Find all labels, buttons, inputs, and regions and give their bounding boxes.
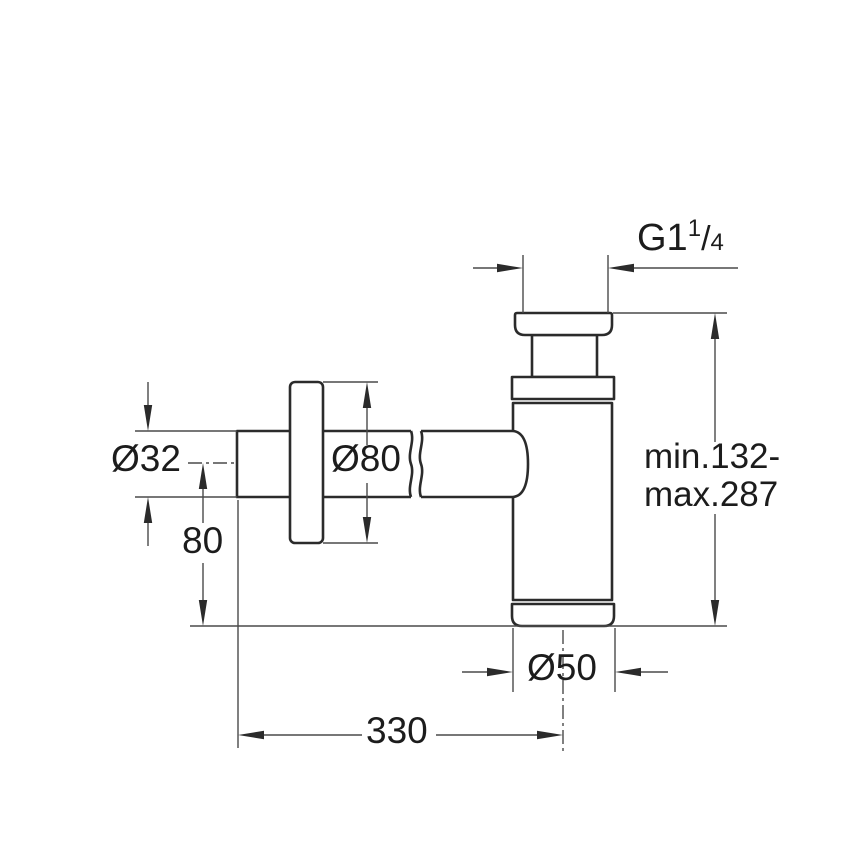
dimension-inlet-offset [198,463,208,626]
trap-nut [510,375,616,401]
dimension-depth [237,500,564,752]
thread-size-label: G11/4 [637,216,724,259]
wall-rosette-flange [288,380,325,545]
dimension-thread-g114 [473,255,738,313]
trap-bottom-cap [510,602,616,628]
rosette-diameter-label: Ø80 [331,438,401,479]
pipe-inlet-bulge [512,429,530,499]
thread-base: G1 [637,217,688,259]
thread-fraction-slash: / [701,220,711,258]
thread-fraction-numerator: 1 [687,215,702,242]
pipe-break-left [408,430,414,498]
inlet-offset-label: 80 [182,520,224,561]
dimension-body-diameter [462,628,668,692]
trap-body [510,311,616,628]
height-range-max: max.287 [644,475,779,514]
height-range-label: min.132- max.287 [644,438,780,514]
dimension-inlet-diameter [135,382,237,546]
trap-top-flange [513,311,614,337]
height-range-min: min.132- [644,437,781,476]
thread-fraction-denominator: 4 [710,229,724,256]
pipe-break-right [418,430,424,498]
body-diameter-label: Ø50 [527,647,597,688]
trap-neck [530,333,599,379]
depth-label: 330 [366,710,428,751]
dimension-rosette-diameter [323,381,378,544]
inlet-diameter-label: Ø32 [111,438,181,479]
dimension-height-range [613,312,727,626]
